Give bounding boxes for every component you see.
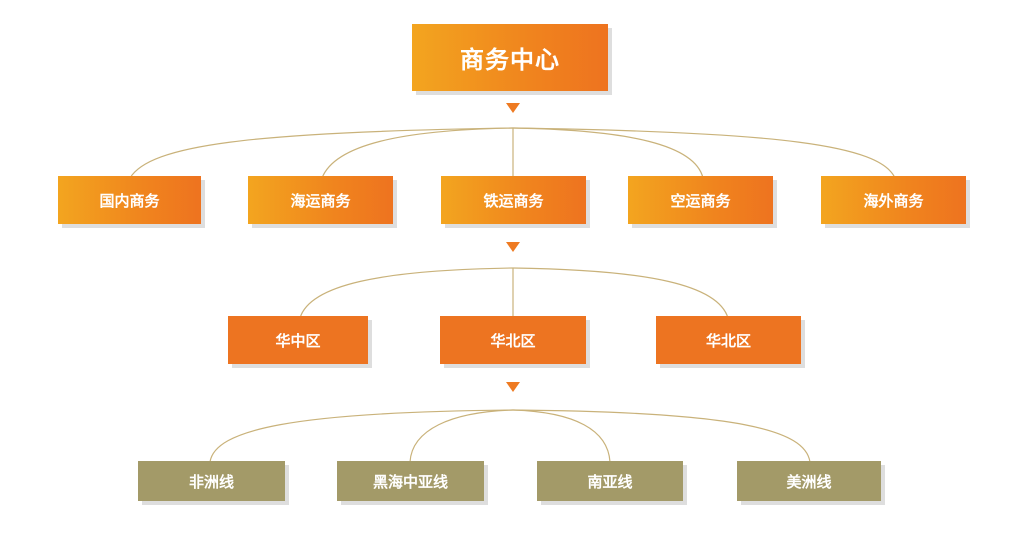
arrow-down-2 <box>506 242 520 252</box>
node-domestic-business[interactable]: 国内商务 <box>58 176 201 224</box>
arrow-down-3 <box>506 382 520 392</box>
node-business-center[interactable]: 商务中心 <box>412 24 608 91</box>
arrow-down-1 <box>506 103 520 113</box>
node-region-central[interactable]: 华中区 <box>228 316 368 364</box>
node-route-south-asia[interactable]: 南亚线 <box>537 461 683 501</box>
connector-root-air <box>512 127 704 179</box>
connector-region-americas <box>512 409 811 463</box>
node-route-blacksea-central-asia[interactable]: 黑海中亚线 <box>337 461 484 501</box>
node-rail-business[interactable]: 铁运商务 <box>441 176 586 224</box>
connector-rail-north2 <box>512 267 729 319</box>
node-region-north-2[interactable]: 华北区 <box>656 316 801 364</box>
node-sea-business[interactable]: 海运商务 <box>248 176 393 224</box>
connector-root-overseas <box>512 127 896 179</box>
connector-rail-central <box>299 267 514 319</box>
node-region-north[interactable]: 华北区 <box>440 316 586 364</box>
node-route-americas[interactable]: 美洲线 <box>737 461 881 501</box>
connector-root-sea <box>321 127 514 179</box>
node-air-business[interactable]: 空运商务 <box>628 176 773 224</box>
connector-region-blacksea <box>409 409 514 463</box>
node-route-africa[interactable]: 非洲线 <box>138 461 285 501</box>
connector-root-domestic <box>129 127 514 179</box>
connector-region-africa <box>209 409 514 463</box>
connector-region-southasia <box>512 409 611 463</box>
node-overseas-business[interactable]: 海外商务 <box>821 176 966 224</box>
